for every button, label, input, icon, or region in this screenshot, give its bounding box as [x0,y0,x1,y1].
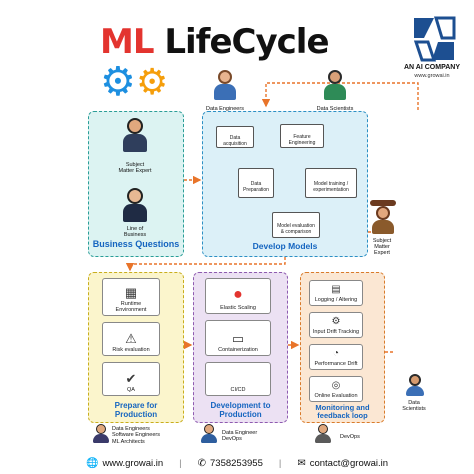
line-of-business-label: Line of Business [123,226,147,239]
card-elastic-scaling: ● Elastic Scaling [205,278,271,314]
card-online-evaluation: ◎ Online Evaluation [309,376,363,402]
sme-right-label: Subject Matter Expert [372,238,392,257]
logo-tagline: AN AI COMPANY [404,64,460,71]
prepare-team-avatar [90,424,112,443]
email-link[interactable]: ✉ contact@growai.in [297,457,389,469]
data-scientists-label: Data Scientists [316,106,354,112]
line-of-business-avatar [118,188,152,222]
data-scientists-avatar [318,70,352,100]
prepare-roles: Data Engineers Software Engineers ML Arc… [112,426,160,445]
container-icon: ▭ [231,330,245,346]
card-risk-evaluation: ⚠ Risk evaluation [102,322,160,356]
blue-gear-icon: ⚙ [100,60,136,104]
sme-right-avatar [366,200,400,234]
elastic-scaling-icon: ● [233,285,243,303]
node-model-training: Model training / experimentation [305,168,357,198]
data-engineers-label: Data Engineers [206,106,244,112]
monitor-roles: DevOps [340,434,360,440]
qa-icon: ✔ [125,370,137,386]
card-ci-cd: CI/CD [205,362,271,396]
data-scientist-right-avatar [400,374,430,396]
contact-footer: 🌐 www.growai.in | ✆ 7358253955 | ✉ conta… [0,452,474,474]
mail-icon: ✉ [297,457,306,469]
risk-evaluation-icon: ⚠ [125,330,137,346]
monitoring-label: Monitoring and feedback loop [315,403,370,421]
title-lifecycle: LifeCycle [164,22,329,62]
logo-url: www.growai.in [414,73,450,79]
footer-divider: | [179,457,182,469]
monitor-team-avatar [312,424,334,443]
deploy-roles: Data Engineer DevOps [222,430,258,443]
card-logging-altering: ▤ Logging / Altering [309,280,363,306]
subject-matter-expert-avatar [118,118,152,152]
phone-link[interactable]: ✆ 7358253955 [197,457,263,469]
card-containerization: ▭ Containerization [205,320,271,356]
website-link[interactable]: 🌐 www.growai.in [85,457,164,469]
phone-icon: ✆ [197,457,207,469]
runtime-environment-icon: ▦ [124,284,138,300]
data-scientists-right-label: Data Scientists [402,400,426,413]
prepare-for-production-label: Prepare for Production [114,401,158,419]
footer-divider: | [278,457,282,469]
online-evaluation-icon: ◎ [331,379,341,391]
globe-icon: 🌐 [85,457,99,469]
data-engineers-avatar [208,70,242,100]
performance-drift-icon: ◔ [332,347,340,359]
card-input-drift-tracking: ⚙ Input Drift Tracking [309,312,363,338]
business-questions-label: Business Questions [92,239,180,249]
page-title: ML LifeCycle [100,22,330,62]
title-ml: ML [100,22,154,62]
node-data-preparation: Data Preparation [238,168,274,198]
node-feature-engineering: Feature Engineering [280,124,324,148]
development-to-production-label: Development to Production [210,401,271,419]
deploy-team-avatar [198,424,220,443]
node-model-evaluation: Model evaluation & comparison [272,212,320,238]
drift-tracking-icon: ⚙ [331,315,341,327]
card-qa: ✔ QA [102,362,160,396]
logging-icon: ▤ [331,283,341,295]
card-performance-drift: ◔ Performance Drift [309,344,363,370]
node-data-acquisition: Data acquisition [216,126,254,148]
growai-logo-icon [408,16,460,64]
orange-gear-icon: ⚙ [136,61,169,102]
develop-models-label: Develop Models [252,241,318,251]
card-runtime-environment: ▦ Runtime Environment [102,278,160,316]
sme-label: Subject Matter Expert [118,162,152,175]
